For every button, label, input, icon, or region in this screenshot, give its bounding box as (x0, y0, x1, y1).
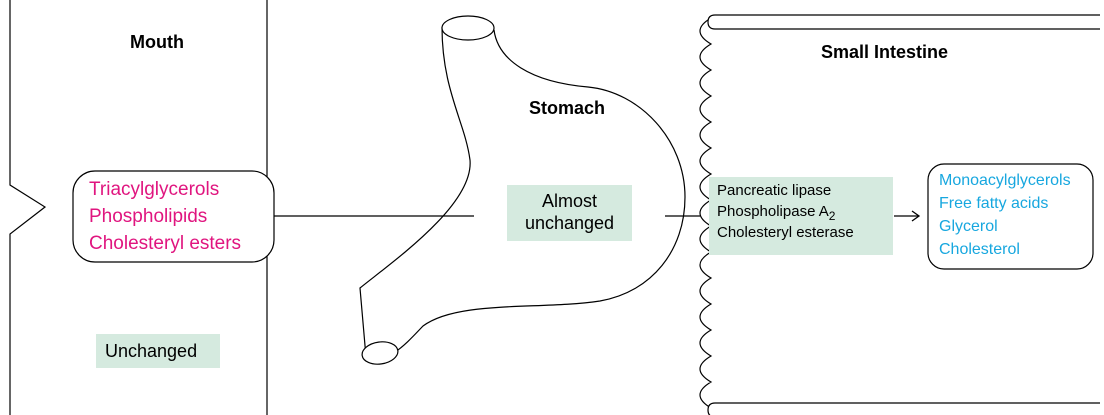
mouth-status-text: Unchanged (105, 341, 197, 362)
stomach-esophagus-opening (442, 16, 494, 40)
intestine-top-band (708, 15, 1100, 29)
dietary-lipid-item: Phospholipids (89, 205, 207, 229)
stomach-duodenum-opening (361, 340, 400, 367)
intestine-bottom-band (708, 403, 1100, 415)
mouth-outline (10, 0, 45, 415)
dietary-lipid-item: Triacylglycerols (89, 178, 219, 202)
stomach-status-line2: unchanged (507, 212, 632, 234)
product-item: Glycerol (939, 216, 998, 237)
dietary-lipid-item: Cholesteryl esters (89, 232, 241, 256)
product-item: Monoacylglycerols (939, 170, 1071, 191)
enzyme-pancreatic-lipase: Pancreatic lipase (717, 180, 893, 201)
right-arrow-icon (894, 211, 919, 221)
stomach-status-line1: Almost (507, 190, 632, 212)
enzyme-phospholipase-subscript: 2 (829, 209, 836, 223)
enzymes-box: Pancreatic lipase Phospholipase A2 Chole… (709, 177, 893, 255)
product-item: Cholesterol (939, 239, 1020, 260)
enzyme-phospholipase: Phospholipase A2 (717, 201, 893, 222)
enzyme-cholesteryl-esterase: Cholesteryl esterase (717, 222, 893, 243)
stomach-status-box: Almost unchanged (507, 185, 632, 241)
stomach-title: Stomach (529, 98, 605, 119)
product-item: Free fatty acids (939, 193, 1048, 214)
mouth-title: Mouth (130, 32, 184, 53)
mouth-status-box: Unchanged (96, 334, 220, 368)
small-intestine-title: Small Intestine (821, 42, 948, 63)
enzyme-phospholipase-name: Phospholipase A (717, 203, 829, 220)
